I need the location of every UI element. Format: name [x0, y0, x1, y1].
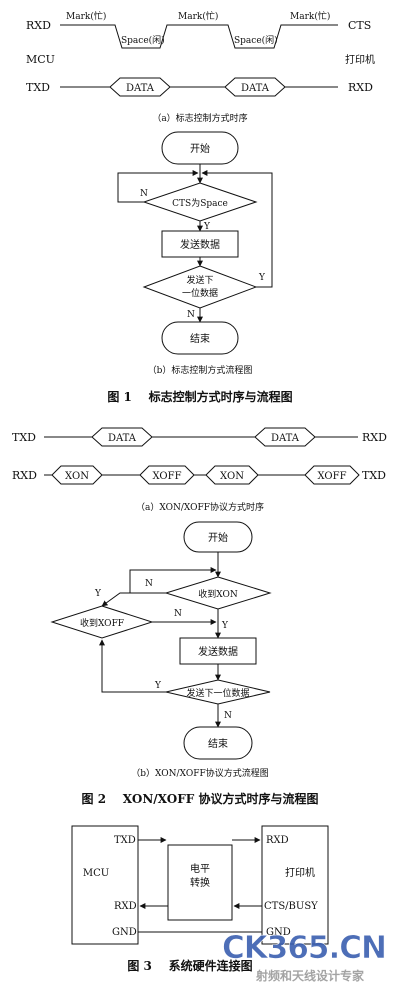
decision-next-line1: 发送下 — [186, 274, 213, 286]
rxd-label: RXD — [26, 19, 51, 32]
xon-label-2: XON — [220, 471, 244, 482]
printer-label: 打印机 — [345, 53, 375, 66]
end-label: 结束 — [208, 737, 228, 750]
figure1-caption: 图 1 标志控制方式时序与流程图 — [107, 389, 292, 404]
data-label-2: DATA — [271, 433, 300, 444]
watermark-logo: CK365.CN 射频和天线设计专家 — [222, 930, 388, 983]
subcaption-a: （a）标志控制方式时序 — [152, 112, 247, 124]
printer-gnd-label: GND — [266, 927, 291, 938]
xon-label-1: XON — [65, 471, 89, 482]
xoff-frame-2 — [304, 465, 360, 485]
space-label-2: Space(闲) — [234, 35, 278, 46]
decision-next-label: 发送下一位数据 — [186, 687, 249, 699]
xoff-label-2: XOFF — [317, 471, 346, 482]
converter-label-2: 转换 — [190, 876, 210, 889]
y-label-loop: Y — [154, 681, 162, 691]
watermark-logo-text: CK365.CN — [222, 930, 386, 966]
end-terminal — [161, 321, 239, 355]
decision-cts-label: CTS为Space — [172, 197, 228, 209]
start-label: 开始 — [190, 142, 210, 155]
mcu-rxd-label: RXD — [114, 901, 137, 912]
y-to-xoff-check — [101, 592, 166, 607]
printer-label: 打印机 — [285, 866, 315, 879]
n-label-1: N — [140, 189, 148, 199]
y-label-1: Y — [203, 222, 211, 232]
end-label: 结束 — [190, 332, 210, 345]
mark-label-1: Mark(忙) — [66, 10, 106, 22]
watermark-tagline: 射频和天线设计专家 — [255, 968, 365, 983]
fig1-timing-diagram — [60, 24, 338, 97]
space-label-1: Space(闲) — [121, 35, 165, 46]
mcu-box — [71, 825, 139, 945]
rxd-right-label: RXD — [348, 81, 373, 94]
send-data-label: 发送数据 — [198, 645, 238, 658]
decision-next-line2: 一位数据 — [182, 287, 218, 299]
figure3-caption: 图 3 系统硬件连接图 — [127, 958, 252, 973]
decision-xon-label: 收到XON — [198, 588, 238, 600]
printer-box — [261, 825, 329, 945]
printer-rxd-label: RXD — [266, 835, 289, 846]
n-label-1: N — [145, 579, 153, 589]
fig2-flowchart — [50, 521, 272, 760]
cts-label: CTS — [348, 19, 371, 32]
start-label: 开始 — [208, 531, 228, 544]
subcaption-b: （b）标志控制方式流程图 — [148, 364, 253, 376]
figure2-caption: 图 2 XON/XOFF 协议方式时序与流程图 — [82, 791, 319, 806]
loop-y-next — [99, 639, 166, 693]
rxd-right-label: RXD — [362, 431, 387, 444]
decision-xoff-label: 收到XOFF — [80, 617, 124, 629]
loop-n-cts — [117, 170, 199, 203]
data-label-1: DATA — [108, 433, 137, 444]
txd-right-label: TXD — [362, 469, 386, 482]
mark-label-3: Mark(忙) — [290, 10, 330, 22]
mcu-label: MCU — [26, 53, 55, 66]
decision-send-next — [142, 265, 258, 309]
mcu-gnd-label: GND — [112, 927, 137, 938]
fig3-hardware-diagram — [71, 825, 329, 945]
txd-label: TXD — [26, 81, 50, 94]
decision-received-xoff — [50, 605, 154, 639]
data-label-2: DATA — [241, 83, 270, 94]
y-label-2: Y — [258, 273, 266, 283]
fig1-flowchart — [117, 131, 273, 355]
fig2-timing-diagram — [44, 427, 360, 485]
rxd-cts-waveform — [60, 24, 338, 49]
subcaption-b: （b）XON/XOFF协议方式流程图 — [131, 767, 268, 779]
printer-cts-label: CTS/BUSY — [264, 901, 318, 912]
rxd-label: RXD — [12, 469, 37, 482]
mcu-txd-label: TXD — [114, 835, 136, 846]
n-label-mid: N — [174, 609, 182, 619]
mcu-label: MCU — [83, 868, 109, 879]
send-data-label: 发送数据 — [180, 238, 220, 251]
data-label-1: DATA — [126, 83, 155, 94]
level-converter-box — [167, 844, 233, 921]
subcaption-a: （a）XON/XOFF协议方式时序 — [136, 501, 264, 513]
n-label-end: N — [224, 711, 232, 721]
end-terminal — [183, 726, 253, 760]
n-label-2: N — [187, 310, 195, 320]
xoff-label-1: XOFF — [152, 471, 181, 482]
loop-y-next — [201, 170, 273, 288]
y-label-xon: Y — [221, 621, 229, 631]
converter-label-1: 电平 — [190, 862, 210, 875]
mark-label-2: Mark(忙) — [178, 10, 218, 22]
txd-label: TXD — [12, 431, 36, 444]
y-label-left: Y — [94, 589, 102, 599]
